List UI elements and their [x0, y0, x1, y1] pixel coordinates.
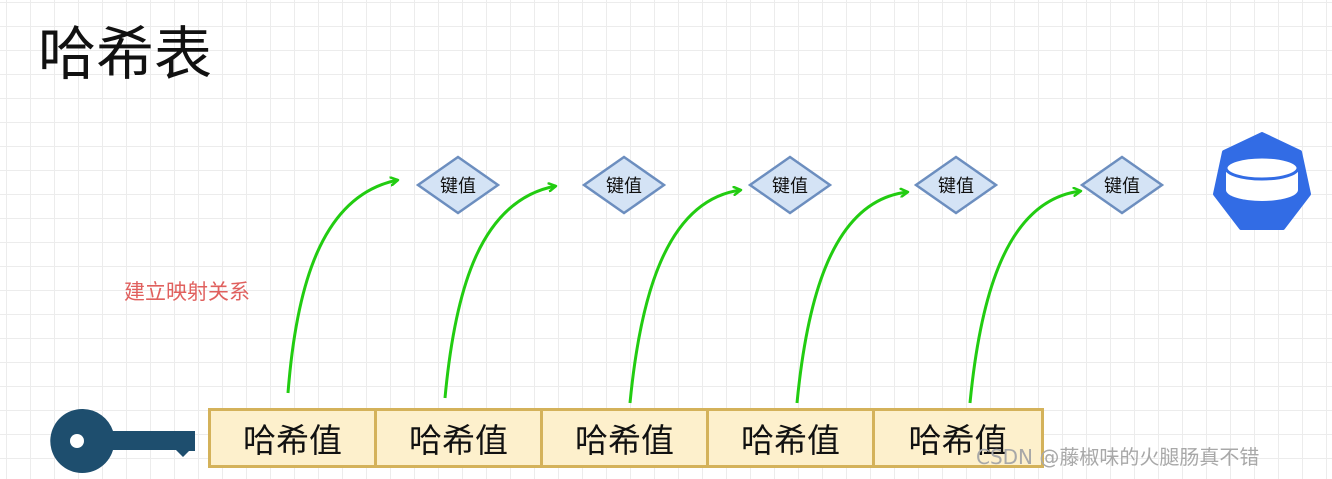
key-value-label: 键值 — [1104, 176, 1140, 197]
key-value-diamond-5: 键值 — [1080, 155, 1164, 215]
mapping-arrow-4 — [795, 192, 908, 404]
watermark: CSDN @藤椒味的火腿肠真不错 — [976, 445, 1260, 469]
mapping-arrow-1 — [286, 180, 398, 394]
hash-value-cell: 哈希值 — [543, 411, 709, 465]
page-title: 哈希表 — [38, 20, 213, 88]
mapping-relation-label: 建立映射关系 — [124, 280, 250, 304]
mapping-arrow-3 — [628, 190, 741, 404]
mapping-arrow-5 — [968, 191, 1081, 404]
hash-value-array: 哈希值 哈希值 哈希值 哈希值 哈希值 — [208, 408, 1044, 468]
key-value-label: 键值 — [440, 176, 476, 197]
key-value-label: 键值 — [772, 176, 808, 197]
key-value-diamond-1: 键值 — [416, 155, 500, 215]
hash-value-cell: 哈希值 — [377, 411, 543, 465]
hash-value-cell: 哈希值 — [211, 411, 377, 465]
hash-value-cell: 哈希值 — [908, 421, 1008, 460]
key-value-label: 键值 — [938, 176, 974, 197]
key-value-diamond-4: 键值 — [914, 155, 998, 215]
key-value-diamond-3: 键值 — [748, 155, 832, 215]
mapping-arrow-2 — [443, 186, 556, 399]
database-icon — [1212, 132, 1312, 236]
key-icon — [50, 408, 200, 478]
hash-value-cell: 哈希值 — [709, 411, 875, 465]
key-value-label: 键值 — [606, 176, 642, 197]
key-value-diamond-2: 键值 — [582, 155, 666, 215]
